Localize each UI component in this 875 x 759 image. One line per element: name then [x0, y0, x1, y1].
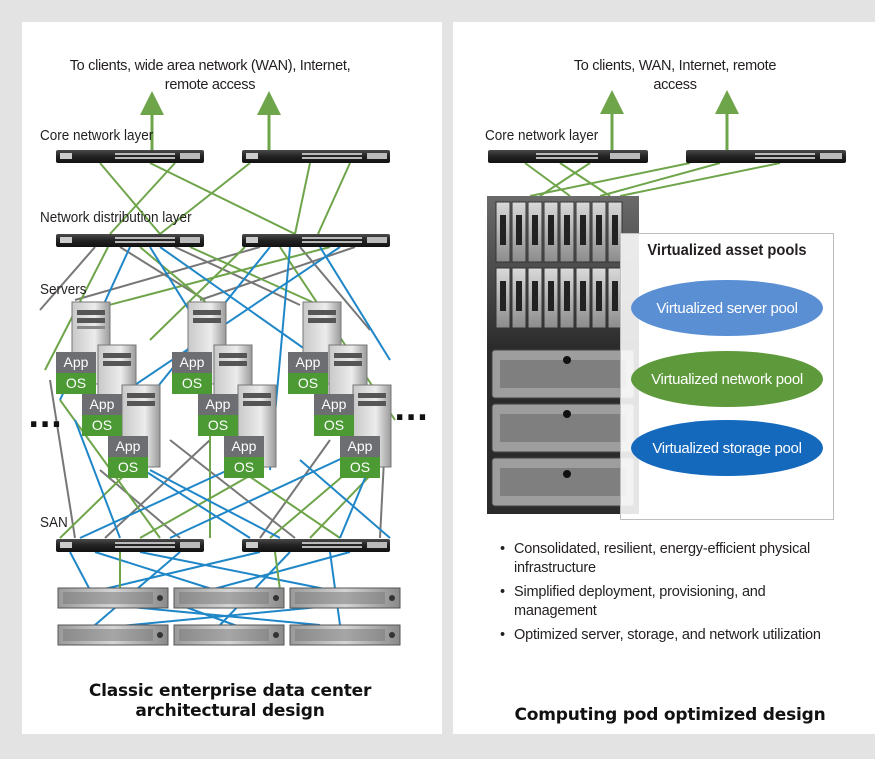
san-switch-1 [56, 539, 204, 552]
ellipsis-left: ... [28, 400, 62, 435]
app-label: App [206, 396, 231, 412]
os-label: OS [92, 417, 112, 433]
app-os-stack: App OS [82, 394, 122, 436]
app-box [82, 394, 122, 415]
os-box [198, 415, 238, 436]
app-label: App [90, 396, 115, 412]
storage-array [173, 587, 285, 609]
left-core-layer-label: Core network layer [40, 127, 154, 144]
pool-title: Virtualized asset pools [647, 242, 807, 259]
os-box [224, 457, 264, 478]
os-label: OS [208, 417, 228, 433]
right-uplink-arrows [600, 90, 739, 150]
app-label: App [348, 438, 373, 454]
right-core-links [524, 162, 781, 197]
san-label: SAN [40, 514, 68, 531]
app-box [172, 352, 212, 373]
server-san-blue-links [74, 419, 391, 539]
core-switch-2 [242, 150, 390, 163]
os-label: OS [118, 459, 138, 475]
os-box [56, 373, 96, 394]
os-box [172, 373, 212, 394]
storage-arrays [57, 587, 401, 646]
benefits-list: Consolidated, resilient, energy-efficien… [498, 540, 828, 650]
ellipsis-right: ... [394, 393, 428, 428]
left-uplink-arrows [140, 91, 281, 150]
app-os-stack: App OS [340, 436, 380, 478]
os-label: OS [182, 375, 202, 391]
left-caption: Classic enterprise data center architect… [40, 681, 420, 721]
storage-array [173, 624, 285, 646]
right-caption: Computing pod optimized design [514, 705, 826, 725]
app-box [56, 352, 96, 373]
app-label: App [180, 354, 205, 370]
app-label: App [116, 438, 141, 454]
os-label: OS [350, 459, 370, 475]
blade-chassis [487, 196, 639, 344]
storage-chassis [487, 344, 639, 514]
storage-array [57, 587, 169, 609]
core-distribution-links [99, 162, 351, 235]
app-os-stack: App OS [224, 436, 264, 478]
left-wan-label: To clients, wide area network (WAN), Int… [69, 58, 351, 93]
app-box [314, 394, 354, 415]
left-caption-line1: Classic enterprise data center [88, 681, 372, 701]
app-box [340, 436, 380, 457]
distribution-switch-1 [56, 234, 204, 247]
storage-pool: Virtualized storage pool [631, 420, 823, 476]
benefit-item: Simplified deployment, provisioning, and… [498, 583, 828, 621]
right-core-switch-2 [686, 150, 846, 163]
core-switch-1 [56, 150, 204, 163]
os-label: OS [234, 459, 254, 475]
os-label: OS [66, 375, 86, 391]
right-core-switch-1 [488, 150, 648, 163]
app-box [108, 436, 148, 457]
os-box [82, 415, 122, 436]
app-os-stack: App OS [108, 436, 148, 478]
os-box [108, 457, 148, 478]
app-os-stack: App OS [198, 394, 238, 436]
san-storage-links [69, 551, 351, 629]
server-towers [71, 301, 392, 468]
app-label: App [322, 396, 347, 412]
san-storage-green-links [119, 551, 281, 591]
virtualized-asset-pools: Virtualized asset pools Virtualized serv… [620, 233, 834, 520]
servers-label: Servers [40, 281, 87, 298]
server-pool: Virtualized server pool [631, 280, 823, 336]
app-box [288, 352, 328, 373]
app-os-stack: App OS [172, 352, 212, 394]
network-pool: Virtualized network pool [631, 351, 823, 407]
distribution-switch-2 [242, 234, 390, 247]
storage-array [289, 624, 401, 646]
app-label: App [232, 438, 257, 454]
os-label: OS [324, 417, 344, 433]
app-label: App [296, 354, 321, 370]
left-switches [56, 150, 390, 552]
os-box [288, 373, 328, 394]
right-wan-label: To clients, WAN, Internet, remote access [573, 58, 777, 93]
app-box [224, 436, 264, 457]
app-os-stack: App OS [288, 352, 328, 394]
app-label: App [64, 354, 89, 370]
storage-array [289, 587, 401, 609]
storage-array [57, 624, 169, 646]
benefit-item: Consolidated, resilient, energy-efficien… [498, 540, 828, 578]
app-os-stack: App OS [56, 352, 96, 394]
os-label: OS [298, 375, 318, 391]
san-switch-2 [242, 539, 390, 552]
os-box [340, 457, 380, 478]
distribution-layer-label: Network distribution layer [40, 209, 192, 226]
benefit-item: Optimized server, storage, and network u… [498, 626, 828, 645]
app-os-stacks: App OS App OS App OS App OS App OS App O… [56, 352, 380, 478]
os-box [314, 415, 354, 436]
server-san-gray-links [49, 379, 386, 539]
left-caption-line2: architectural design [135, 701, 325, 721]
app-box [198, 394, 238, 415]
right-core-layer-label: Core network layer [485, 127, 599, 144]
app-os-stack: App OS [314, 394, 354, 436]
